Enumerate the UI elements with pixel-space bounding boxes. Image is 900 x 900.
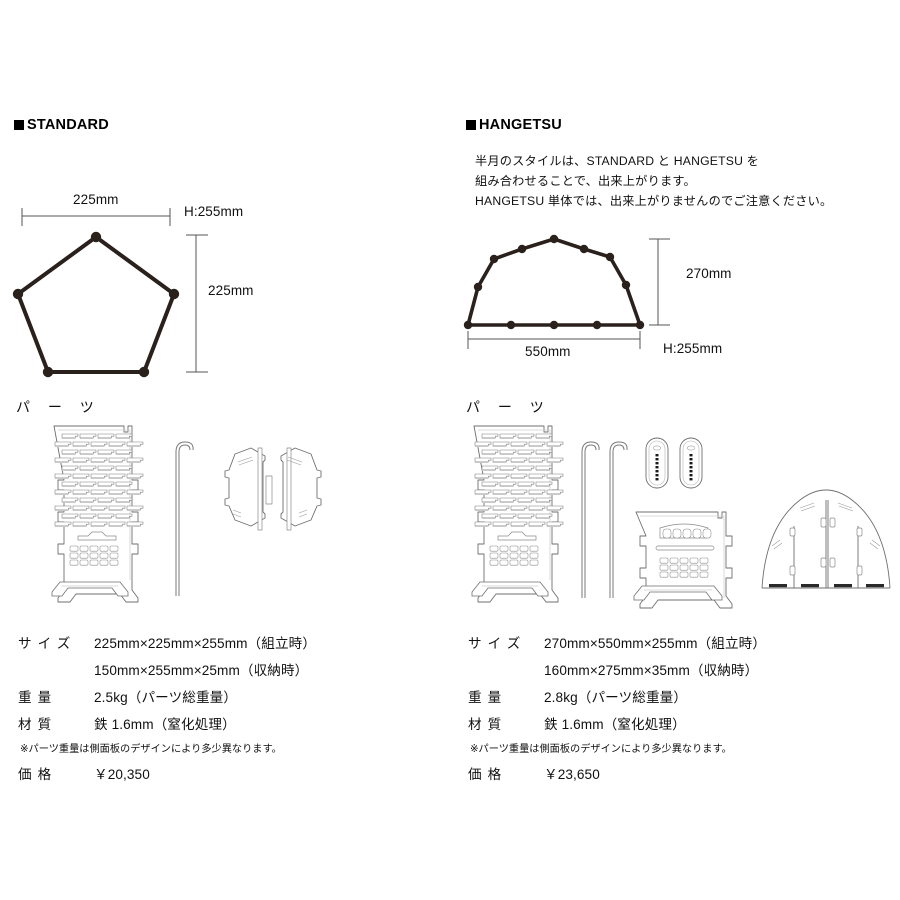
- spec-value-size: 270mm×550mm×255mm（組立時）: [544, 636, 767, 651]
- hangetsu-spec-block: サイズ 270mm×550mm×255mm（組立時） 160mm×275mm×3…: [468, 632, 766, 790]
- spec-key-material: 材質: [18, 717, 58, 732]
- width-dimension-line: [467, 331, 641, 349]
- hangetsu-h-label: H:255mm: [663, 341, 723, 356]
- hangetsu-heading-label: HANGETSU: [479, 117, 562, 133]
- arch-outline: [463, 234, 645, 330]
- standard-heading-label: STANDARD: [27, 117, 109, 133]
- hangetsu-parts-drawing: [464, 418, 900, 623]
- hangetsu-note: 半月のスタイルは、STANDARD と HANGETSU を 組み合わせることで…: [475, 154, 833, 208]
- pentagon-vertex-dots: [12, 231, 180, 378]
- spec-key-price: 価格: [18, 767, 58, 782]
- spec-row-weight: 重量 2.5kg（パーツ総重量）: [18, 686, 316, 706]
- hangetsu-shape-diagram: [450, 225, 770, 375]
- standard-heading: STANDARD: [14, 117, 109, 133]
- spec-key-price: 価格: [468, 767, 508, 782]
- spec-row-material: 材質 鉄 1.6mm（窒化処理）: [18, 713, 316, 733]
- side-plate-parts: [224, 447, 322, 531]
- spec-key-weight: 重量: [468, 690, 508, 705]
- secondary-panel-part: [633, 511, 733, 609]
- spec-value-material: 鉄 1.6mm（窒化処理）: [94, 717, 236, 732]
- spec-value-size: 225mm×225mm×255mm（組立時）: [94, 636, 317, 651]
- standard-section: STANDARD: [0, 117, 330, 790]
- pentagon-outline: [12, 231, 180, 378]
- poker-rod-part: [581, 441, 628, 598]
- spec-value-weight: 2.5kg（パーツ総重量）: [94, 690, 238, 705]
- height-dimension-line: [649, 238, 670, 326]
- standard-parts-label: パ ー ツ: [16, 399, 101, 415]
- hangetsu-parts-label: パ ー ツ: [466, 399, 551, 415]
- hangetsu-height-label: 270mm: [686, 266, 732, 281]
- spec-row-price: 価格 ￥23,650: [468, 763, 766, 783]
- standard-spec-block: サイズ 225mm×225mm×255mm（組立時） 150mm×255mm×2…: [18, 632, 316, 790]
- spec-row-material: 材質 鉄 1.6mm（窒化処理）: [468, 713, 766, 733]
- spec-row-size: サイズ 270mm×550mm×255mm（組立時）: [468, 632, 766, 652]
- spec-key-weight: 重量: [18, 690, 58, 705]
- poker-rod-part: [175, 441, 194, 596]
- spec-row-price: 価格 ￥20,350: [18, 763, 316, 783]
- spec-key-material: 材質: [468, 717, 508, 732]
- hangetsu-width-label: 550mm: [525, 344, 571, 359]
- body-panel-part: [471, 425, 564, 603]
- bullet-square-icon: [466, 120, 476, 130]
- standard-parts-drawing: [40, 418, 330, 618]
- standard-height-label: 225mm: [208, 283, 254, 298]
- dome-assembly-part: [761, 489, 891, 589]
- spec-key-size: サイズ: [18, 636, 77, 651]
- arch-vertex-dots: [463, 234, 645, 330]
- spec-footnote: ※パーツ重量は側面板のデザインにより多少異なります。: [470, 744, 732, 755]
- spec-value-price: ￥23,650: [544, 767, 600, 782]
- spec-footnote: ※パーツ重量は側面板のデザインにより多少異なります。: [20, 744, 282, 755]
- spec-key-size: サイズ: [468, 636, 527, 651]
- standard-shape-diagram: [0, 190, 290, 390]
- clip-parts: [645, 437, 703, 489]
- width-dimension-line: [21, 208, 171, 226]
- standard-width-label: 225mm: [73, 192, 119, 207]
- height-dimension-line: [186, 234, 208, 373]
- hangetsu-heading: HANGETSU: [466, 117, 562, 133]
- body-panel-part: [51, 425, 144, 603]
- spec-row-size-folded: 160mm×275mm×35mm（収納時）: [468, 659, 766, 679]
- spec-row-size: サイズ 225mm×225mm×255mm（組立時）: [18, 632, 316, 652]
- spec-row-size-folded: 150mm×255mm×25mm（収納時）: [18, 659, 316, 679]
- standard-h-label: H:255mm: [184, 204, 244, 219]
- hangetsu-section: HANGETSU 半月のスタイルは、STANDARD と HANGETSU を …: [450, 0, 900, 900]
- spec-value-material: 鉄 1.6mm（窒化処理）: [544, 717, 686, 732]
- spec-row-weight: 重量 2.8kg（パーツ総重量）: [468, 686, 766, 706]
- spec-value-size-folded: 160mm×275mm×35mm（収納時）: [544, 663, 759, 678]
- bullet-square-icon: [14, 120, 24, 130]
- spec-value-weight: 2.8kg（パーツ総重量）: [544, 690, 688, 705]
- spec-value-price: ￥20,350: [94, 767, 150, 782]
- spec-value-size-folded: 150mm×255mm×25mm（収納時）: [94, 663, 309, 678]
